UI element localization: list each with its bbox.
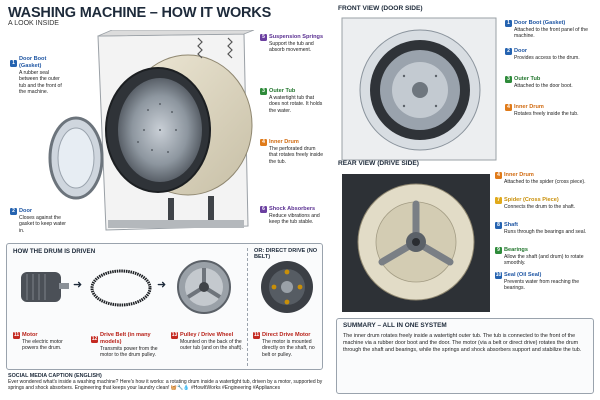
callout-title: Outer Tub [514, 76, 541, 82]
callout-desc: The motor is mounted directly on the sha… [262, 339, 315, 358]
callout-desc: Mounted on the back of the outer tub (an… [180, 339, 243, 352]
number-badge: 11 [253, 332, 260, 339]
number-badge: 10 [495, 272, 502, 279]
number-badge: 9 [495, 247, 502, 254]
callout-title: Suspension Springs [269, 34, 324, 40]
drive-section: HOW THE DRUM IS DRIVEN OR: DIRECT DRIVE … [6, 243, 323, 370]
callout-title: Bearings [504, 247, 528, 253]
number-badge: 5 [260, 34, 267, 41]
front-view-label: FRONT VIEW (DOOR SIDE) [338, 5, 423, 12]
summary-title: SUMMARY – ALL IN ONE SYSTEM [343, 322, 447, 329]
callout-title: Motor [22, 332, 38, 338]
callout-title: Inner Drum [269, 139, 299, 145]
summary-box: SUMMARY – ALL IN ONE SYSTEM The inner dr… [336, 318, 594, 394]
callout-desc: Reduce vibrations and keep the tub stabl… [269, 213, 320, 226]
callout-title: Door Boot (Gasket) [19, 56, 47, 69]
callout-desc: Allow the shaft (and drum) to rotate smo… [504, 254, 584, 267]
rear-view-illustration [340, 172, 492, 314]
main-cutaway-illustration [48, 30, 258, 236]
arrow-icon: ➜ [73, 279, 83, 291]
callout-desc: Attached to the spider (cross piece). [504, 179, 586, 185]
callout-title: Drive Belt (in many models) [100, 332, 151, 345]
callout-title: Seal (Oil Seal) [504, 272, 542, 278]
drive-section-title: HOW THE DRUM IS DRIVEN [13, 248, 96, 255]
callout-title: Door Boot (Gasket) [514, 20, 566, 26]
callout-title: Direct Drive Motor [262, 332, 311, 338]
callout-desc: Attached to the front panel of the machi… [514, 27, 588, 40]
arrow-icon: ➜ [157, 279, 167, 291]
callout-desc: Closes against the gasket to keep water … [19, 215, 67, 234]
callout-desc: A rubber seal between the outer tub and … [19, 70, 62, 96]
number-badge: 13 [171, 332, 178, 339]
number-badge: 12 [91, 335, 98, 343]
callout-title: Inner Drum [504, 172, 534, 178]
number-badge: 2 [10, 208, 17, 215]
callout-title: Pulley / Drive Wheel [180, 332, 234, 338]
callout-desc: Support the tub and absorb movement. [269, 41, 314, 54]
number-badge: 8 [495, 222, 502, 229]
rear-view-label: REAR VIEW (DRIVE SIDE) [338, 160, 419, 167]
callout-desc: Connects the drum to the shaft. [504, 204, 576, 210]
callout-title: Door [19, 208, 33, 214]
number-badge: 3 [505, 76, 512, 83]
callout-desc: Provides access to the drum. [514, 55, 580, 61]
number-badge: 4 [260, 139, 267, 146]
callout-title: Door [514, 48, 528, 54]
callout-title: Spider (Cross Piece) [504, 197, 559, 203]
belt-illustration [89, 266, 153, 310]
front-view-illustration [340, 16, 498, 162]
direct-drive-title: OR: DIRECT DRIVE (NO BELT) [254, 248, 318, 260]
number-badge: 1 [505, 20, 512, 27]
number-badge: 7 [495, 197, 502, 204]
number-badge: 1 [10, 59, 17, 67]
summary-text: The inner drum rotates freely inside a w… [343, 333, 582, 353]
social-caption-text: Ever wondered what's inside a washing ma… [8, 379, 323, 392]
callout-desc: Rotates freely inside the tub. [514, 111, 579, 117]
callout-desc: A watertight tub that does not rotate. I… [269, 95, 323, 114]
section-divider [247, 248, 248, 366]
number-badge: 4 [505, 104, 512, 111]
pulley-illustration [175, 258, 233, 316]
page-title: WASHING MACHINE – HOW IT WORKS [8, 5, 272, 21]
callout-desc: Runs through the bearings and seal. [504, 229, 587, 235]
direct-drive-illustration [257, 258, 317, 316]
number-badge: 2 [505, 48, 512, 55]
callout-desc: Prevents water from reaching the bearing… [504, 279, 580, 292]
callout-desc: The electric motor powers the drum. [22, 339, 63, 352]
callout-desc: Transmits power from the motor to the dr… [100, 346, 158, 359]
callout-desc: Attached to the door boot. [514, 83, 573, 89]
motor-illustration [15, 260, 71, 314]
page-subtitle: A LOOK INSIDE [8, 20, 59, 27]
social-caption-title: SOCIAL MEDIA CAPTION (ENGLISH) [8, 373, 102, 379]
number-badge: 3 [260, 88, 267, 95]
callout-title: Inner Drum [514, 104, 544, 110]
number-badge: 4 [495, 172, 502, 179]
callout-title: Outer Tub [269, 88, 296, 94]
social-caption: SOCIAL MEDIA CAPTION (ENGLISH) Ever wond… [8, 373, 328, 391]
callout-title: Shock Absorbers [269, 206, 316, 212]
callout-desc: The perforated drum that rotates freely … [269, 146, 324, 165]
number-badge: 11 [13, 332, 20, 339]
callout-title: Shaft [504, 222, 518, 228]
number-badge: 6 [260, 206, 267, 213]
